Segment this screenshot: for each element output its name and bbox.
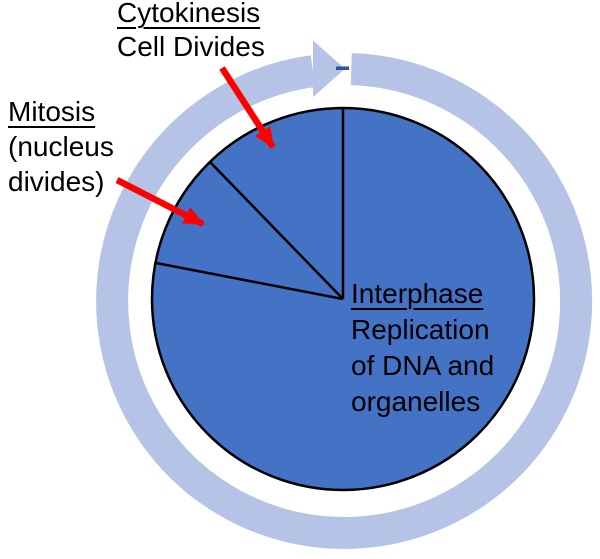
mitosis-subtitle-line2: divides) bbox=[8, 166, 105, 197]
mitosis-label: Mitosis (nucleus divides) bbox=[8, 94, 114, 199]
interphase-subtitle-line3: organelles bbox=[351, 386, 481, 417]
cytokinesis-pointer-arrow bbox=[219, 66, 276, 149]
interphase-subtitle-line1: Replication bbox=[351, 314, 490, 345]
cytokinesis-title: Cytokinesis bbox=[117, 0, 261, 28]
cytokinesis-label: Cytokinesis Cell Divides bbox=[117, 0, 265, 64]
cytokinesis-subtitle: Cell Divides bbox=[117, 31, 265, 62]
ring-gap-tick bbox=[336, 66, 349, 70]
interphase-title: Interphase bbox=[351, 278, 484, 309]
mitosis-subtitle-line1: (nucleus bbox=[8, 131, 114, 162]
cycle-ring-arrowhead-icon bbox=[313, 40, 345, 97]
interphase-subtitle-line2: of DNA and bbox=[351, 350, 495, 381]
slice-line-cytokinesis-mitosis bbox=[209, 161, 344, 300]
interphase-label: Interphase Replication of DNA and organe… bbox=[351, 276, 494, 420]
mitosis-pointer-arrow bbox=[115, 177, 205, 227]
cycle-ring-arc bbox=[96, 53, 593, 549]
mitosis-title: Mitosis bbox=[8, 96, 96, 127]
slice-line-mitosis-interphase bbox=[155, 261, 344, 301]
